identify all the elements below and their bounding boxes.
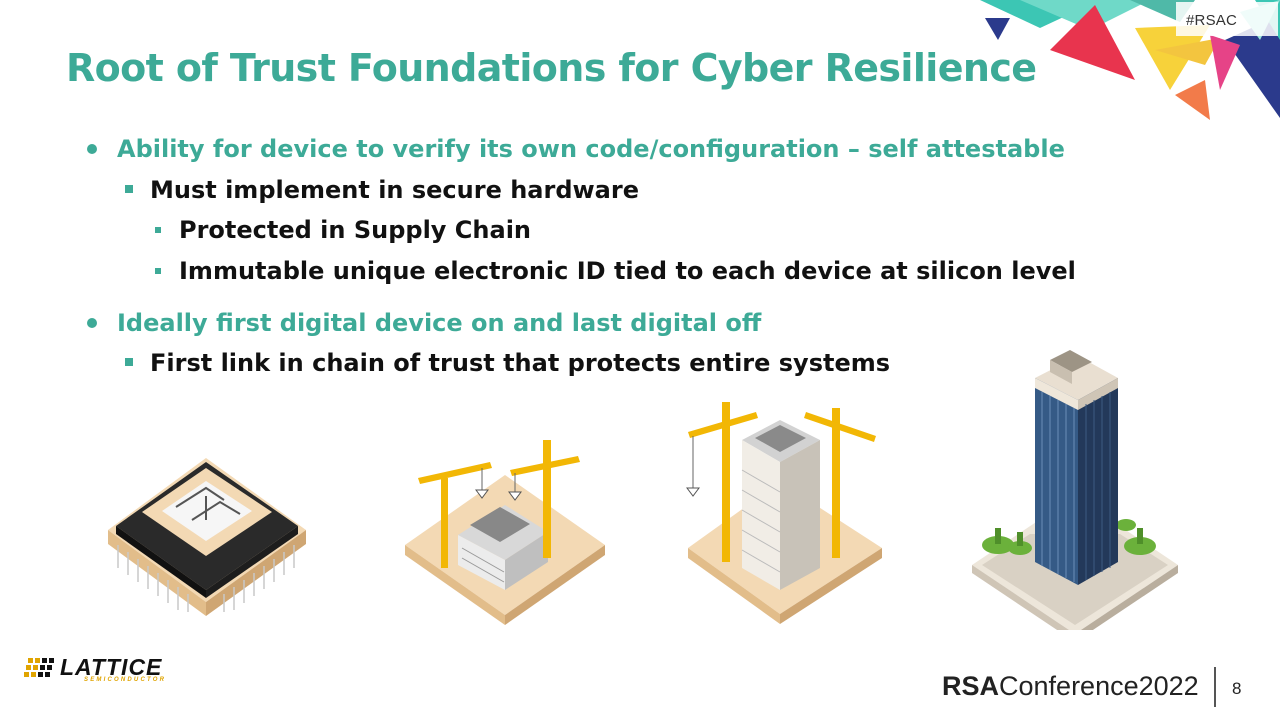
- conference-logo-text: Conference2022: [999, 671, 1199, 701]
- bullet-marker-icon: [155, 227, 161, 233]
- page-number: 8: [1232, 679, 1242, 698]
- bullet-text: First link in chain of trust that protec…: [150, 349, 891, 377]
- bullet-marker-icon: [87, 144, 97, 154]
- bullet-item: Ideally first digital device on and last…: [87, 309, 762, 337]
- bullet-text: Ideally first digital device on and last…: [117, 309, 762, 337]
- bullet-marker-icon: [125, 358, 133, 366]
- bullet-marker-icon: [155, 268, 161, 274]
- construction-early-illustration: [405, 440, 605, 625]
- hashtag: #RSAC: [1186, 12, 1238, 29]
- construction-tower-illustration: [686, 402, 882, 624]
- bullet-text: Immutable unique electronic ID tied to e…: [179, 257, 1076, 285]
- skyscraper-illustration: [972, 350, 1178, 630]
- lattice-logo-text: LATTICE: [60, 654, 163, 680]
- footer-divider: [1214, 667, 1216, 707]
- lattice-logo-icon: [24, 658, 54, 677]
- bullet-marker-icon: [125, 185, 133, 193]
- slide-title: Root of Trust Foundations for Cyber Resi…: [66, 46, 1037, 90]
- lattice-logo: LATTICE SEMICONDUCTOR: [24, 653, 184, 689]
- corner-decoration: [980, 0, 1280, 120]
- rsa-logo-text: RSA: [942, 671, 1000, 701]
- bullet-text: Protected in Supply Chain: [179, 216, 532, 244]
- bullet-text: Must implement in secure hardware: [150, 176, 639, 204]
- bullet-text: Ability for device to verify its own cod…: [117, 135, 1065, 163]
- lattice-logo-subtext: SEMICONDUCTOR: [84, 677, 167, 683]
- rsa-conference-logo: RSAConference2022: [942, 671, 1199, 702]
- bullet-item: Ability for device to verify its own cod…: [87, 135, 1065, 163]
- bullet-item: Protected in Supply Chain: [155, 216, 532, 244]
- bullet-item: Must implement in secure hardware: [125, 176, 639, 204]
- bullet-item: Immutable unique electronic ID tied to e…: [155, 257, 1076, 285]
- bullet-list: Ability for device to verify its own cod…: [87, 135, 1076, 377]
- illustration-strip: [108, 350, 1178, 630]
- chip-illustration: [108, 458, 306, 616]
- bullet-marker-icon: [87, 318, 97, 328]
- bullet-item: First link in chain of trust that protec…: [125, 349, 891, 377]
